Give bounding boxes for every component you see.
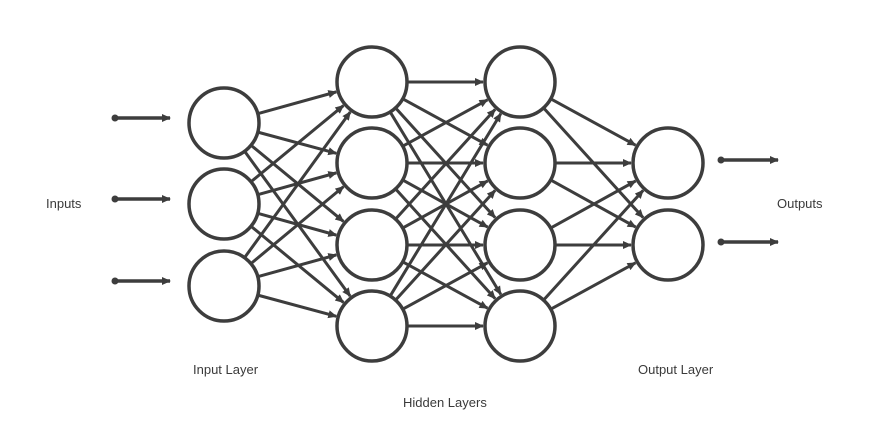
connection-arrow [388,112,503,297]
connection-arrow [257,293,338,319]
connection-arrow [394,108,497,221]
input-node [187,86,261,160]
hidden1-node [335,289,409,363]
hidden-layers-label: Hidden Layers [403,395,487,410]
output-arrow-tail-dot [717,238,725,246]
output-arrow-tail-dot [717,156,725,164]
hidden1-node [335,126,409,200]
connection-arrow [549,261,637,311]
hidden2-node [483,45,557,119]
connection-arrow [549,97,637,147]
io-arrows-group [111,114,779,285]
hidden2-node [483,208,557,282]
connections-group [243,78,645,330]
connection-arrow [250,104,345,183]
connection-arrow [257,90,338,116]
input-layer-label: Input Layer [193,362,259,377]
hidden2-node [483,126,557,200]
input-arrow-tail-dot [111,195,119,203]
connection-arrow [257,253,338,279]
input-node [187,167,261,241]
output-node [631,208,705,282]
hidden2-node [483,289,557,363]
input-node [187,249,261,323]
connection-arrow [542,189,645,302]
connection-arrow [549,179,637,230]
connection-arrow [401,98,489,148]
inputs-label: Inputs [46,196,82,211]
input-arrow-tail-dot [111,114,119,122]
outputs-label: Outputs [777,196,823,211]
input-arrow-tail-dot [111,277,119,285]
nodes-group [187,45,705,363]
output-node [631,126,705,200]
connection-arrow [401,261,489,311]
hidden1-node [335,208,409,282]
hidden1-node [335,45,409,119]
connection-arrow [243,111,352,259]
output-layer-label: Output Layer [638,362,714,377]
connection-arrow [394,189,497,302]
connection-arrow [249,185,345,265]
